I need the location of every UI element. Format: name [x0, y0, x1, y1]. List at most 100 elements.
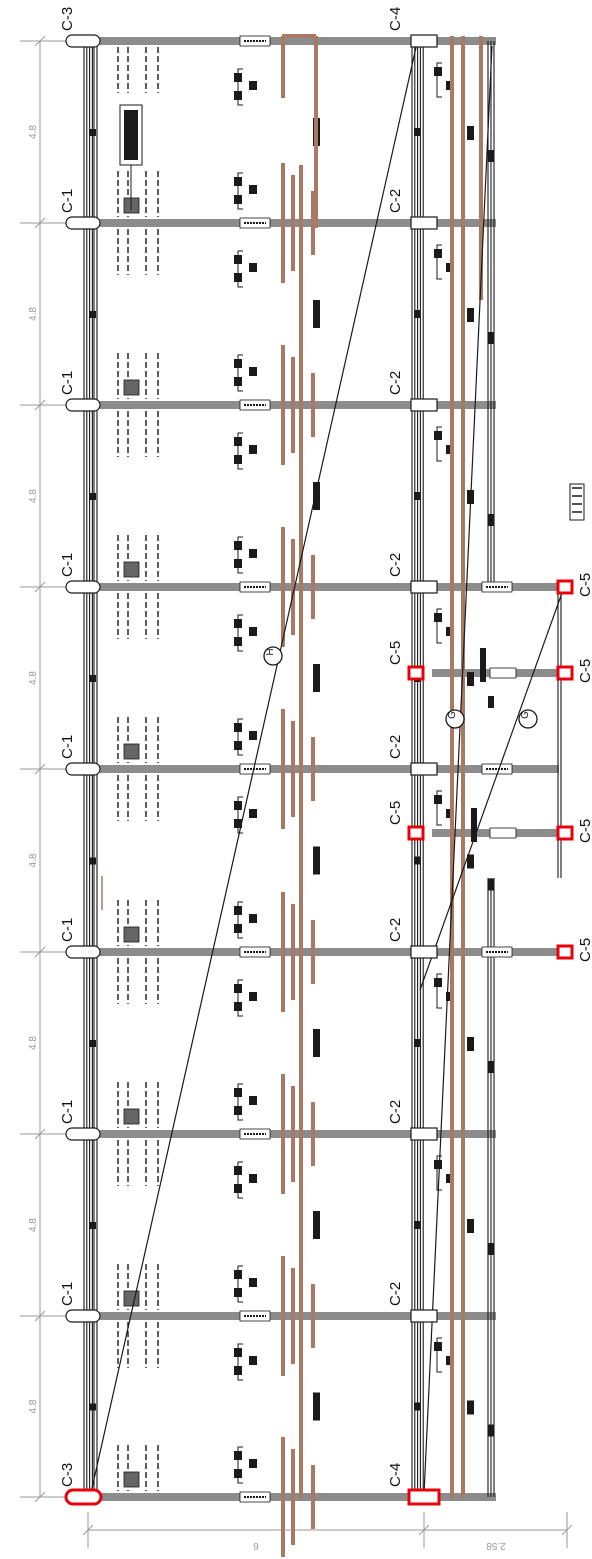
column-c5 — [556, 579, 574, 595]
column-c3-highlight — [64, 1488, 103, 1506]
side-width-dimension: 2.58 — [486, 1540, 506, 1551]
rebar-block — [467, 1037, 474, 1051]
rebar-block — [234, 1451, 242, 1460]
rebar-block — [234, 819, 242, 828]
rebar-bar — [313, 664, 320, 692]
frame-stirrup-mark — [414, 492, 420, 500]
rebar-block — [234, 91, 242, 100]
bracket-mark — [436, 608, 442, 644]
frame-stirrup-mark — [89, 129, 96, 136]
column-c5 — [407, 665, 425, 681]
rebar-block — [434, 67, 442, 76]
dim-tick — [418, 1524, 430, 1536]
dim-tick — [82, 1524, 94, 1536]
column-label-middle: C-2 — [387, 918, 404, 942]
bracket-mark — [436, 973, 442, 1009]
rebar-block — [434, 1342, 442, 1351]
column-label-c5: C-5 — [577, 659, 592, 683]
rebar-block — [249, 549, 257, 558]
rebar-block — [434, 431, 442, 440]
rebar-block — [467, 854, 474, 869]
rebar-bar — [313, 1029, 320, 1057]
rebar-block — [488, 332, 494, 344]
bracket-mark — [237, 354, 243, 392]
column-label-middle: C-2 — [387, 553, 404, 577]
bracket-mark — [436, 62, 442, 98]
rebar-block — [467, 1219, 474, 1233]
rebar-block — [249, 809, 257, 818]
column-c4-highlight — [407, 1488, 441, 1506]
column-label-left: C-1 — [59, 553, 76, 577]
rebar-block — [434, 1160, 442, 1169]
rebar-block — [249, 1278, 257, 1287]
section-marker-circle — [445, 709, 465, 729]
rebar-block — [488, 1424, 494, 1437]
rebar-block — [234, 1288, 242, 1297]
rebar-block — [249, 992, 257, 1001]
hatched-block — [123, 743, 140, 760]
column-c5 — [407, 825, 425, 841]
frame-stirrup-mark — [89, 1222, 96, 1229]
bracket-mark — [237, 1446, 243, 1484]
dim-tick — [34, 763, 46, 775]
rebar-block — [234, 455, 242, 464]
rebar-block — [234, 1088, 242, 1097]
rebar-bar — [471, 808, 477, 842]
bay-dimension-label: 4.8 — [28, 125, 39, 139]
column-c4 — [410, 34, 438, 48]
legend-box — [569, 483, 585, 521]
column-c2 — [410, 216, 438, 230]
rebar-block — [488, 150, 494, 162]
rebar-block — [249, 731, 257, 740]
bay-dimension-label: 4.8 — [28, 1036, 39, 1050]
frame-stirrup-mark — [89, 857, 96, 865]
rebar-block — [249, 185, 257, 194]
rebar-block — [234, 619, 242, 628]
dim-tick — [34, 1128, 46, 1140]
hatched-block — [123, 926, 140, 943]
bay-dimension-label: 4.8 — [28, 671, 39, 685]
rebar-block — [467, 308, 474, 322]
section-marker-label: G — [520, 711, 531, 719]
rebar-block — [234, 637, 242, 646]
column-label-middle: C-2 — [387, 1100, 404, 1124]
rebar-block — [234, 541, 242, 550]
beam-tag — [489, 667, 517, 679]
rebar-bar — [480, 648, 486, 682]
column-c1 — [65, 762, 101, 776]
rebar-block — [434, 978, 442, 987]
dim-tick — [34, 581, 46, 593]
rebar-block — [234, 1184, 242, 1193]
column-label-left: C-3 — [59, 1463, 76, 1487]
rebar-block — [488, 514, 494, 526]
rebar-block — [249, 627, 257, 636]
rebar-bar — [313, 1211, 320, 1239]
dim-tick — [34, 217, 46, 229]
hatched-block — [123, 561, 140, 578]
bay-dimension-label: 4.8 — [28, 1218, 39, 1232]
rebar-block — [234, 1002, 242, 1011]
rebar-block — [234, 1469, 242, 1478]
column-c5 — [556, 665, 574, 681]
rebar-block — [234, 801, 242, 810]
rebar-block — [234, 195, 242, 204]
diagonal-lines — [89, 42, 564, 1498]
diagonal-brace — [89, 42, 418, 1498]
column-label-c5: C-5 — [387, 801, 404, 825]
rebar-block — [467, 1400, 474, 1415]
rebar-block — [488, 1243, 494, 1255]
bracket-mark — [436, 1337, 442, 1373]
frame-stirrup-mark — [89, 675, 96, 682]
frame-stirrup-mark — [414, 1039, 420, 1047]
rebar-block — [434, 249, 442, 258]
bracket-mark — [237, 432, 243, 470]
column-label-c5: C-5 — [577, 573, 592, 597]
rebar-block — [488, 878, 494, 891]
column-label-left: C-1 — [59, 371, 76, 395]
bay-dimension-label: 4.8 — [28, 1399, 39, 1413]
